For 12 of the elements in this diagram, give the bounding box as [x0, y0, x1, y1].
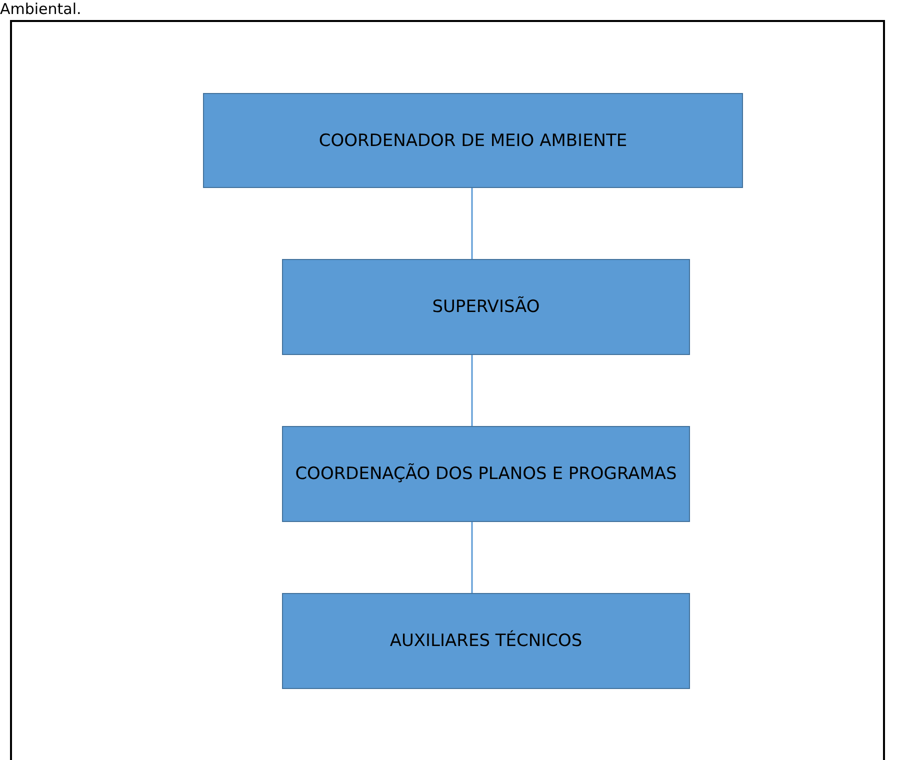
- box-label: COORDENAÇÃO DOS PLANOS E PROGRAMAS: [295, 462, 677, 486]
- box-label: SUPERVISÃO: [432, 295, 540, 319]
- heading-fragment: Ambiental.: [0, 0, 82, 18]
- box-label: COORDENADOR DE MEIO AMBIENTE: [318, 130, 628, 152]
- org-box: [282, 426, 690, 522]
- connector-line: [471, 355, 473, 426]
- org-box: [282, 593, 690, 689]
- box-label: AUXILIARES TÉCNICOS: [390, 629, 582, 653]
- org-box: [282, 259, 690, 355]
- connector-line: [471, 522, 473, 593]
- connector-line: [471, 188, 473, 259]
- org-box: [203, 93, 743, 188]
